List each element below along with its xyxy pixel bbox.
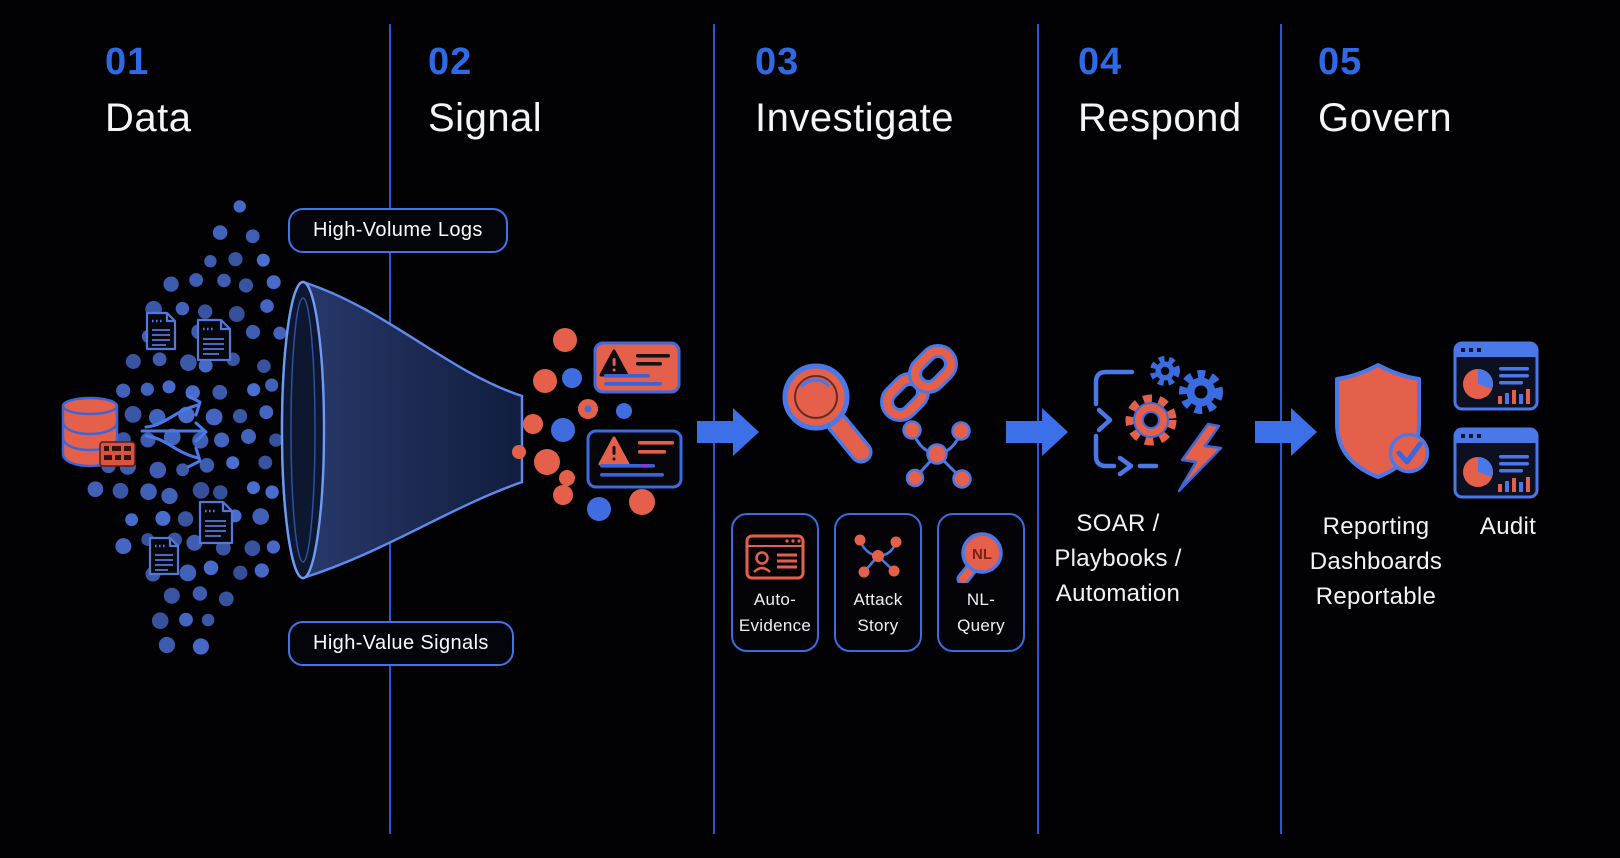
- evidence-window-icon: [743, 525, 807, 587]
- gear-orange-icon: [1125, 394, 1177, 446]
- flow-arrow-icon: [697, 408, 759, 456]
- alert-card-high-priority: [593, 341, 681, 394]
- column-header-govern: 05 Govern: [1318, 40, 1452, 142]
- card-label: NL-: [966, 590, 996, 609]
- chain-link-icon: [880, 344, 958, 422]
- nl-glyph: NL: [972, 546, 992, 563]
- document-icon: [145, 311, 177, 351]
- data-flow-arrows-icon: [140, 394, 208, 469]
- signal-dots: [512, 328, 655, 521]
- loop-arrows-icon: [1093, 369, 1159, 477]
- caption-line: Automation: [1055, 580, 1181, 607]
- dashboard-window-icon: [1453, 341, 1539, 411]
- audit-caption: Audit: [1448, 509, 1568, 544]
- caption-line: Reporting: [1322, 513, 1430, 540]
- dashboard-window-icon: [1453, 427, 1539, 499]
- caption-line: Playbooks /: [1054, 545, 1182, 572]
- flow-arrow-icon: [1255, 408, 1317, 456]
- funnel-icon: [280, 280, 524, 580]
- flow-arrow-icon: [1006, 408, 1068, 456]
- step-number: 04: [1078, 41, 1123, 83]
- card-label: Story: [857, 616, 899, 635]
- data-chip-icon: [99, 441, 136, 467]
- badge-high-volume-logs: High-Volume Logs: [288, 208, 508, 253]
- step-title: Investigate: [755, 96, 954, 140]
- investigate-cards: Auto- Evidence Attack Story: [731, 513, 1025, 652]
- column-header-signal: 02 Signal: [428, 40, 542, 142]
- alert-card-signal: [586, 429, 683, 489]
- step-number: 05: [1318, 41, 1363, 83]
- card-label: Auto-: [753, 590, 797, 609]
- step-title: Data: [105, 96, 192, 140]
- card-auto-evidence: Auto- Evidence: [731, 513, 819, 652]
- badge-high-value-signals: High-Value Signals: [288, 621, 514, 666]
- govern-caption: Reporting Dashboards Reportable: [1293, 509, 1459, 614]
- card-label: Attack: [853, 590, 903, 609]
- caption-line: Reportable: [1315, 583, 1437, 610]
- document-icons: [145, 311, 234, 576]
- gears-automation-icon: [1125, 356, 1223, 446]
- caption-line: Audit: [1479, 513, 1537, 540]
- gear-large-icon: [1179, 370, 1223, 414]
- column-header-data: 01 Data: [105, 40, 192, 142]
- step-title: Govern: [1318, 96, 1453, 140]
- document-icon: [196, 318, 232, 362]
- step-number: 02: [428, 41, 473, 83]
- step-title: Respond: [1078, 96, 1242, 140]
- caption-line: SOAR /: [1076, 510, 1160, 537]
- step-title: Signal: [428, 96, 543, 140]
- shield-check-icon: [1335, 363, 1430, 479]
- step-number: 03: [755, 41, 800, 83]
- attack-story-graph-icon: [848, 525, 908, 587]
- database-icon: [61, 396, 136, 468]
- magnifier-icon: [782, 363, 873, 464]
- document-icon: [198, 500, 234, 545]
- card-nl-query: NL NL- Query: [937, 513, 1025, 652]
- attack-graph-icon: [902, 420, 972, 489]
- column-header-investigate: 03 Investigate: [755, 40, 954, 142]
- card-label: Query: [957, 616, 1005, 635]
- document-icon: [148, 536, 180, 576]
- card-label: Evidence: [738, 616, 812, 635]
- step-number: 01: [105, 41, 150, 83]
- card-attack-story: Attack Story: [834, 513, 922, 652]
- nl-query-magnifier-icon: NL: [951, 525, 1011, 587]
- column-header-respond: 04 Respond: [1078, 40, 1242, 142]
- gear-small-icon: [1150, 356, 1180, 386]
- caption-line: Dashboards: [1309, 548, 1443, 575]
- respond-caption: SOAR / Playbooks / Automation: [1020, 506, 1216, 611]
- lightning-icon: [1177, 422, 1223, 493]
